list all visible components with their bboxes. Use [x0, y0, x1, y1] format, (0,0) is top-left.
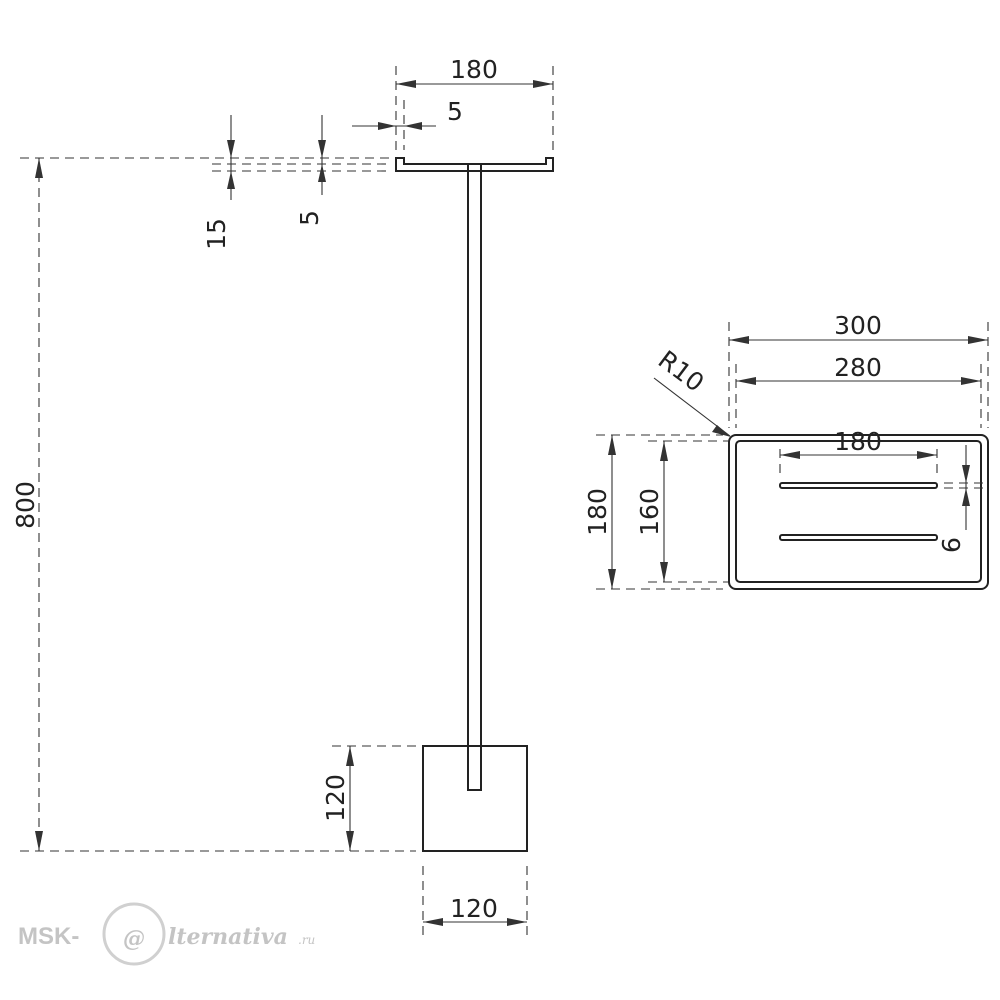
side-pole: [467, 163, 482, 791]
dim-outer-width-label: 300: [834, 311, 882, 340]
dim-tray-width: 180: [395, 55, 554, 150]
dim-outer-depth-label: 180: [583, 488, 612, 536]
dim-radius: R10: [653, 345, 731, 437]
dim-inner-depth-label: 160: [635, 488, 664, 536]
dim-outer-depth: 180: [583, 434, 723, 590]
top-slot-2: [779, 534, 938, 541]
watermark-suffix: .ru: [298, 933, 315, 947]
dim-tray-height-label: 15: [202, 218, 231, 250]
dim-tray-height: 15: [202, 115, 235, 250]
dim-inner-width: 280: [735, 353, 982, 428]
watermark-at: @: [123, 926, 145, 952]
dim-tray-width-label: 180: [450, 55, 498, 84]
watermark-circle: [102, 902, 166, 966]
dim-total-height-label: 800: [11, 481, 40, 529]
dim-lip-label: 5: [447, 97, 463, 126]
dim-base-width: 120: [422, 866, 528, 940]
dim-outer-width: 300: [728, 311, 989, 428]
dim-tray-thickness-label: 5: [295, 210, 324, 226]
watermark-prefix-text: MSK-: [18, 923, 79, 950]
dim-slot-length-label: 180: [834, 427, 882, 456]
watermark-word: lternativa: [168, 924, 288, 950]
dim-base-width-label: 120: [450, 894, 498, 923]
dim-lip: 5: [352, 97, 463, 150]
dim-total-height: 800: [11, 158, 43, 851]
watermark-logo: MSK- @ lternativa .ru: [18, 902, 315, 966]
dim-inner-width-label: 280: [834, 353, 882, 382]
top-view: 300 280 R10 180: [583, 311, 989, 590]
dim-radius-label: R10: [653, 345, 710, 398]
top-tray-inner: [735, 440, 982, 583]
top-slot-1: [779, 482, 938, 489]
dim-slot-length: 180: [779, 427, 938, 476]
dim-tray-thickness: 5: [295, 115, 326, 226]
dim-base-height-label: 120: [321, 774, 350, 822]
dim-slot-width-label: 6: [937, 537, 966, 553]
dim-base-height: 120: [321, 745, 418, 851]
top-tray-outer: [728, 434, 989, 590]
side-base: [422, 745, 528, 852]
side-tray-outline: [395, 157, 554, 172]
dim-slot-width: 6: [937, 445, 984, 553]
dim-inner-depth: 160: [635, 440, 728, 583]
side-view: 180 5 15 5: [11, 55, 554, 940]
